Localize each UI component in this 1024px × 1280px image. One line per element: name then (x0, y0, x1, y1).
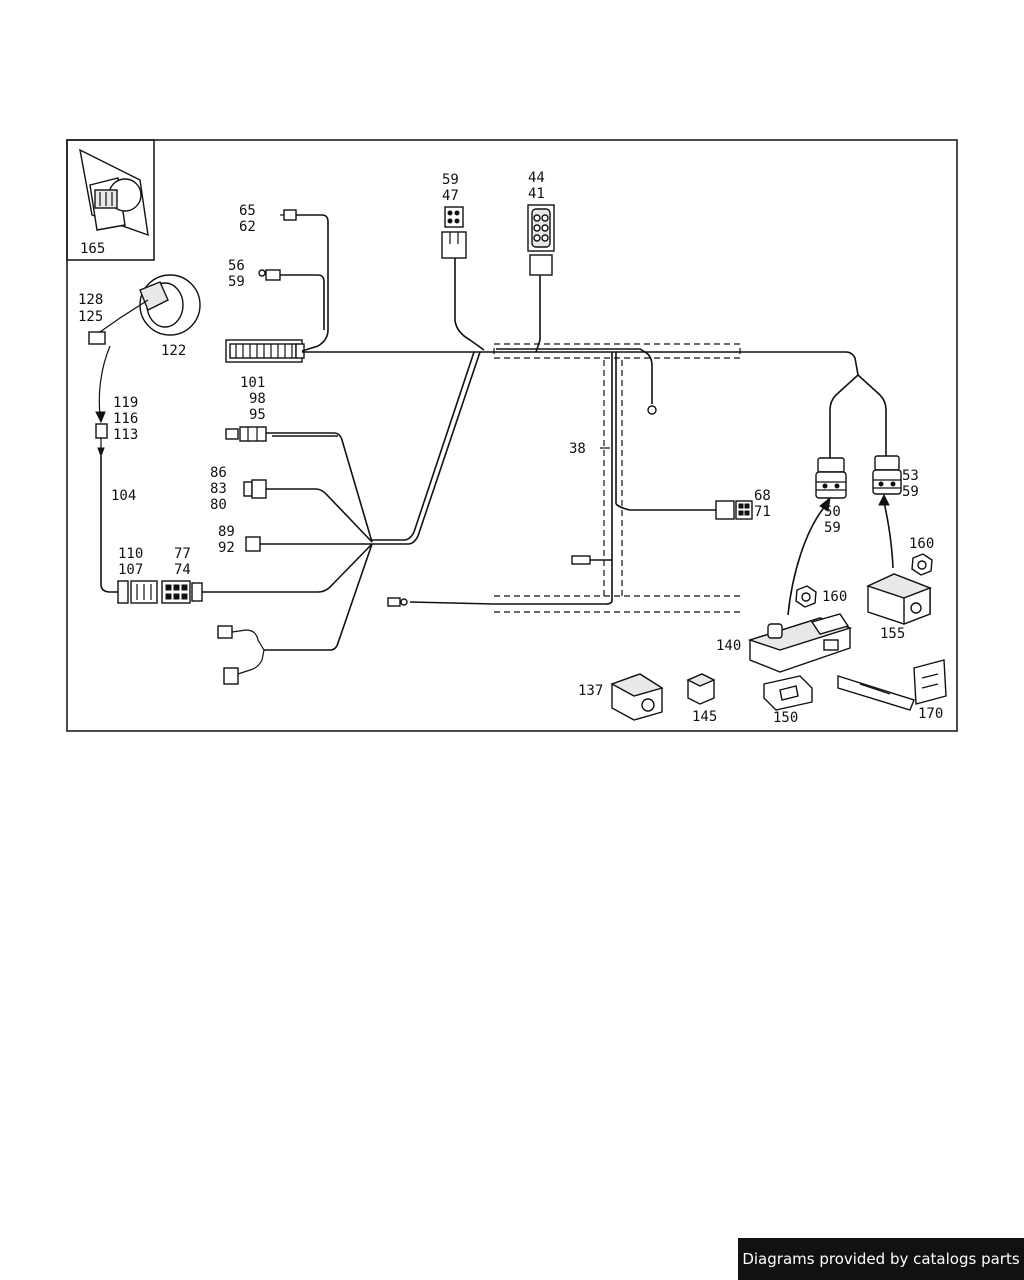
part-160-nut-lower (795, 585, 817, 608)
connector-95 (225, 426, 267, 442)
connector-107 (117, 580, 158, 604)
label-137: 137 (578, 683, 603, 699)
connector-92 (245, 536, 261, 552)
harness-overlay-dashed (493, 343, 741, 359)
inset-frame (66, 139, 155, 261)
part-145-cap (686, 673, 716, 705)
wire-to-47 (454, 258, 485, 351)
footer-credit: Diagrams provided by catalogs parts (738, 1238, 1024, 1280)
label-62: 62 (239, 219, 256, 235)
part-122-coil (88, 274, 201, 345)
label-86: 86 (210, 465, 227, 481)
label-113: 113 (113, 427, 138, 443)
label-170: 170 (918, 706, 943, 722)
connector-113 (95, 423, 108, 458)
label-165: 165 (80, 241, 105, 257)
label-145: 145 (692, 709, 717, 725)
label-116: 116 (113, 411, 138, 427)
label-65: 65 (239, 203, 256, 219)
label-98: 98 (249, 391, 266, 407)
label-68: 68 (754, 488, 771, 504)
label-110: 110 (118, 546, 143, 562)
wire-fanout-95 (266, 432, 373, 543)
connector-59-left (258, 269, 281, 281)
label-107: 107 (118, 562, 143, 578)
label-95: 95 (249, 407, 266, 423)
connector-80 (243, 479, 267, 499)
label-150: 150 (773, 710, 798, 726)
label-56: 56 (228, 258, 245, 274)
connector-41 (527, 204, 555, 276)
connector-47 (441, 206, 467, 259)
label-74: 74 (174, 562, 191, 578)
label-155: 155 (880, 626, 905, 642)
label-59-mid: 59 (824, 520, 841, 536)
label-71: 71 (754, 504, 771, 520)
wire-to-71 (615, 503, 716, 511)
label-41: 41 (528, 186, 545, 202)
main-harness-trunk (302, 351, 859, 376)
part-140-control-unit (747, 613, 853, 673)
part-150-clip (763, 675, 813, 711)
label-92: 92 (218, 540, 235, 556)
label-104: 104 (111, 488, 136, 504)
label-44: 44 (528, 170, 545, 186)
wire-to-41 (535, 275, 541, 353)
bulb-socket (217, 625, 265, 685)
part-155-sensor (866, 573, 932, 626)
label-128: 128 (78, 292, 103, 308)
connector-71 (715, 500, 753, 520)
label-50: 50 (824, 504, 841, 520)
part-170-bracket (837, 659, 947, 711)
label-83: 83 (210, 481, 227, 497)
label-125: 125 (78, 309, 103, 325)
part-160-nut-upper (911, 553, 933, 576)
wire-junction-to-trunk (372, 351, 481, 545)
wire-104 (100, 456, 118, 593)
diagram-frame (66, 139, 958, 732)
label-38: 38 (569, 441, 586, 457)
connector-50 (815, 457, 847, 499)
wire-branch-62 (296, 214, 329, 352)
wire-38 (494, 352, 613, 605)
wire-split-right (829, 374, 859, 458)
label-160-lower: 160 (822, 589, 847, 605)
label-59-right: 59 (902, 484, 919, 500)
arrow-155-to-53 (883, 501, 894, 569)
label-122: 122 (161, 343, 186, 359)
part-165-bracket (79, 148, 149, 237)
label-53: 53 (902, 468, 919, 484)
label-101: 101 (240, 375, 265, 391)
label-47: 47 (442, 188, 459, 204)
label-77: 77 (174, 546, 191, 562)
label-160-upper: 160 (909, 536, 934, 552)
label-59-left: 59 (228, 274, 245, 290)
connector-strip (225, 339, 305, 363)
label-80: 80 (210, 497, 227, 513)
arrow-125-to-113 (98, 345, 111, 416)
label-89: 89 (218, 524, 235, 540)
label-59-top: 59 (442, 172, 459, 188)
label-140: 140 (716, 638, 741, 654)
arrow-140-to-50 (787, 504, 827, 616)
part-137-relay (610, 673, 664, 721)
connector-74 (161, 580, 203, 604)
connector-53 (872, 455, 902, 495)
label-119: 119 (113, 395, 138, 411)
connector-62 (280, 209, 297, 221)
